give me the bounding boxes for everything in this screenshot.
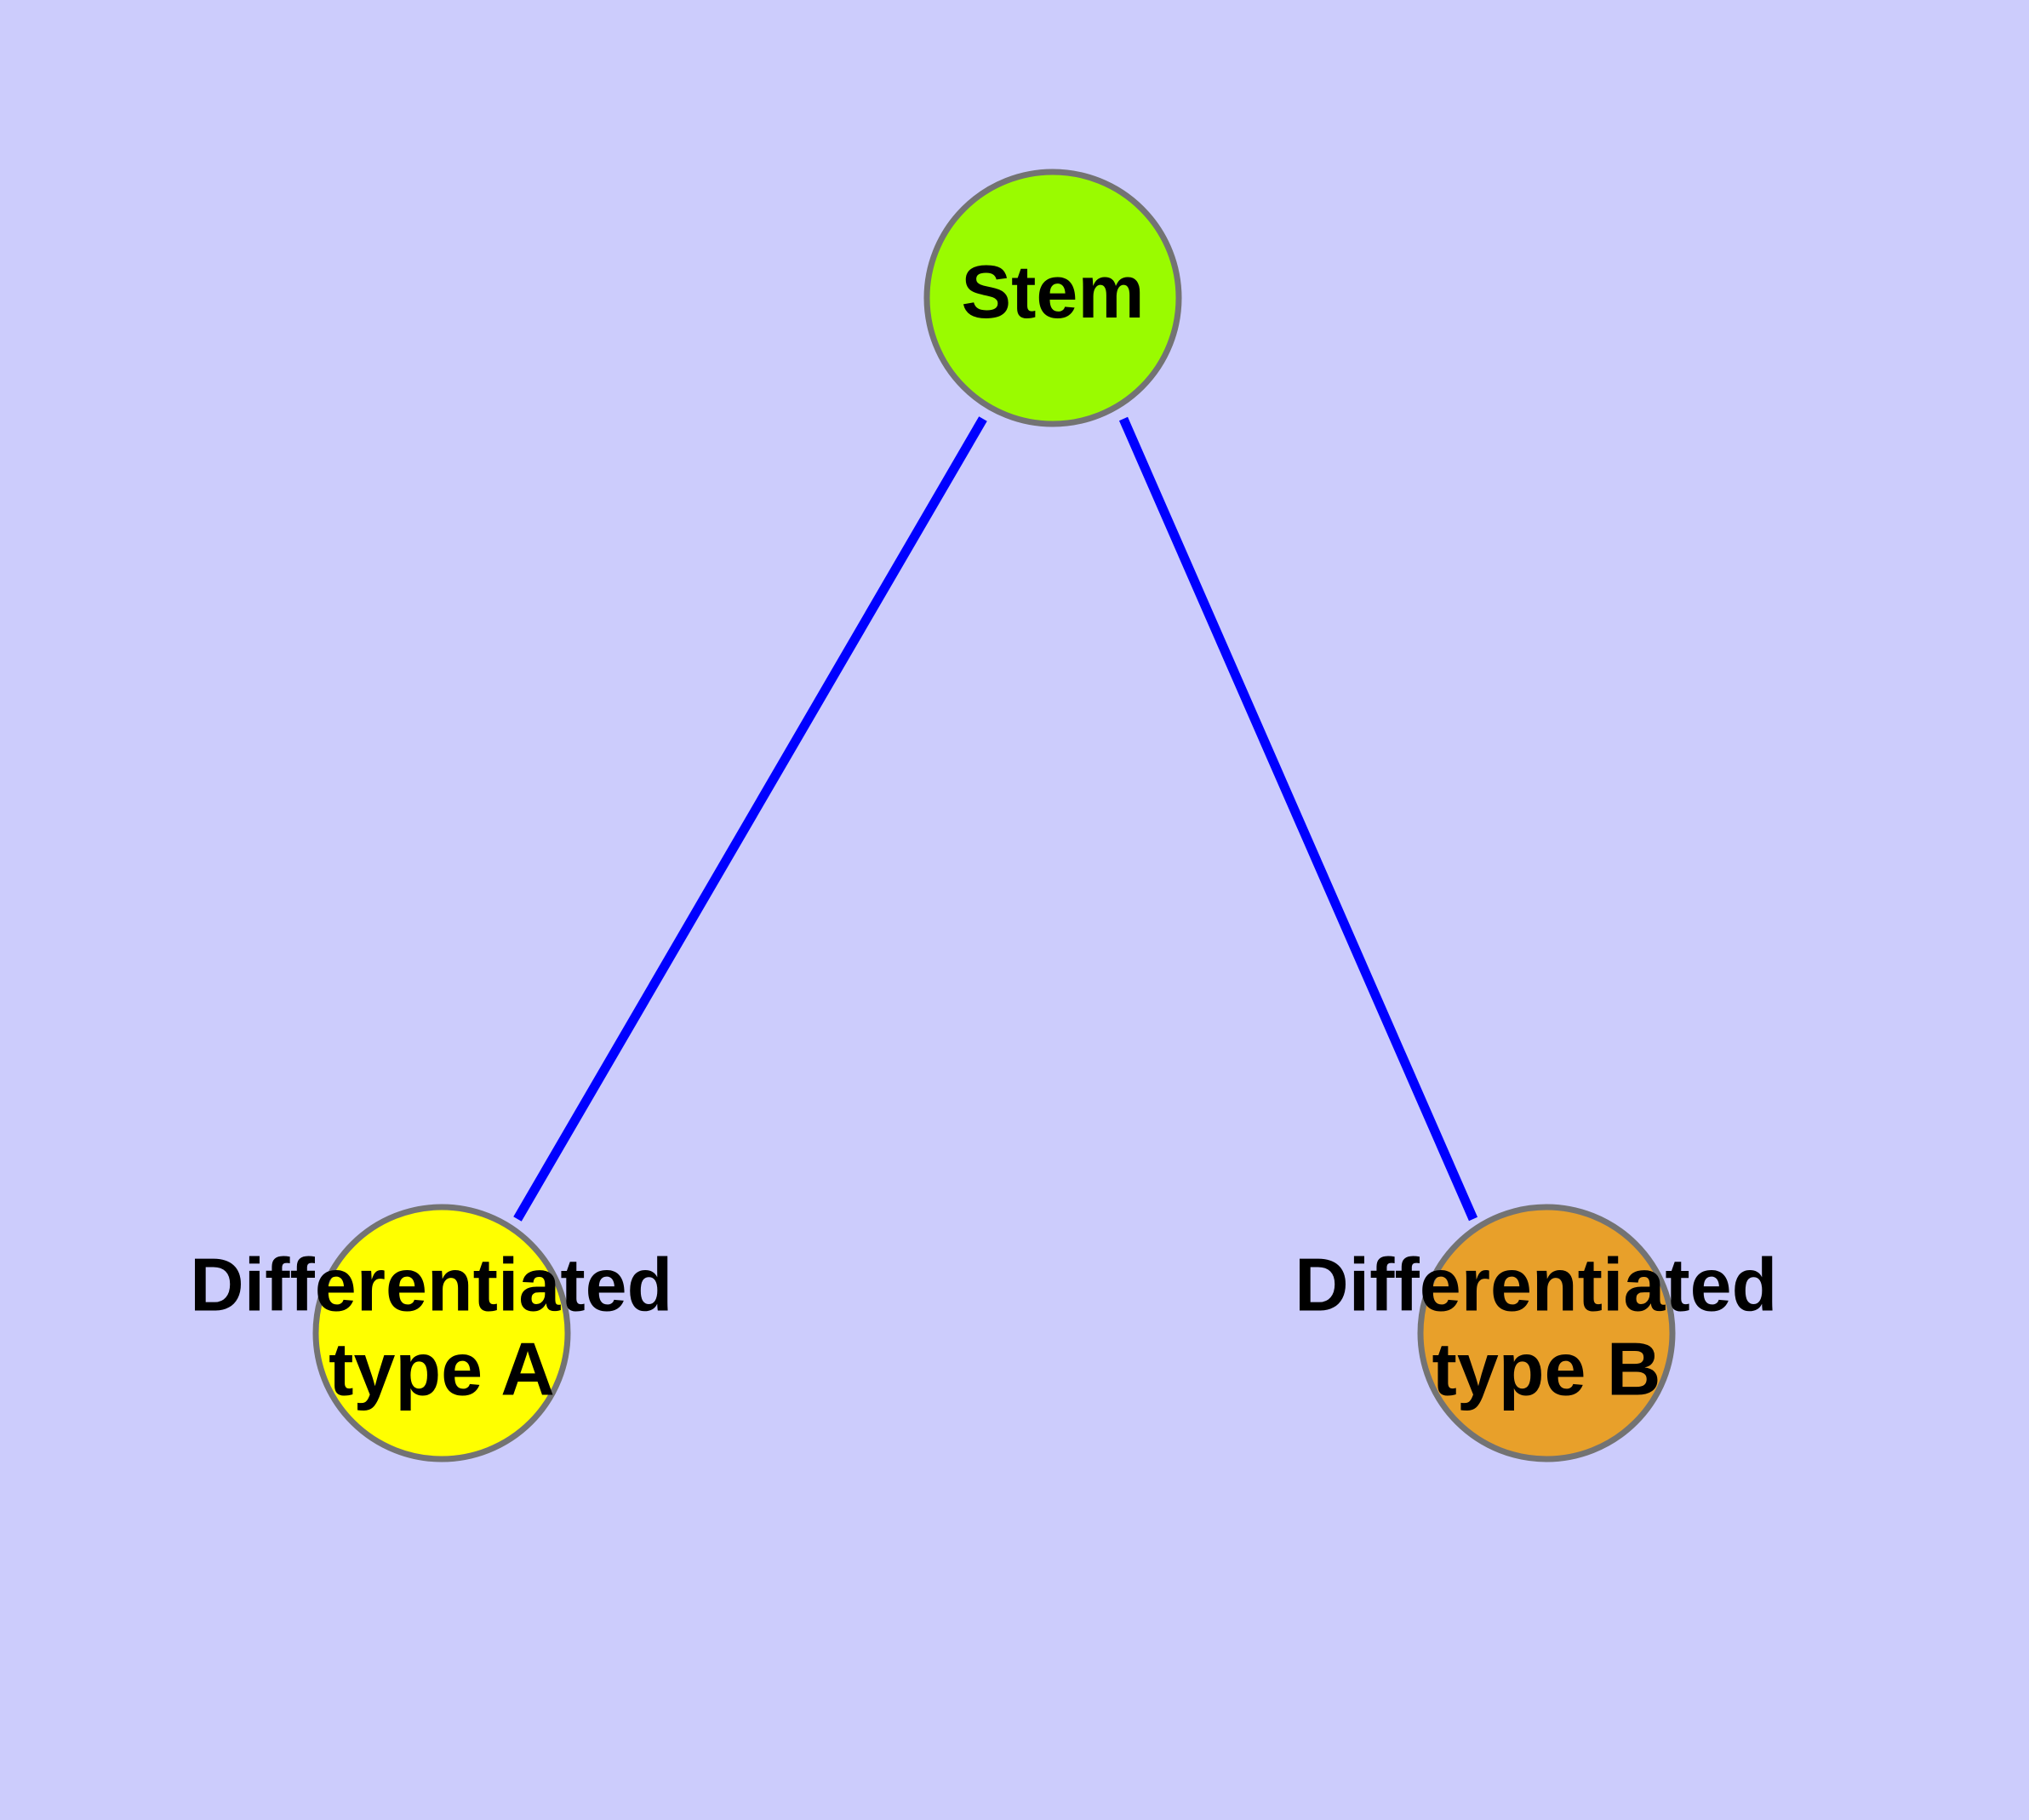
node-circle-layer xyxy=(312,169,1676,1462)
node-label-layer: Stem Differentiated type A Differentiate… xyxy=(190,249,1798,1411)
node-differentiated-type-a-label-line-1: Differentiated xyxy=(190,1243,672,1327)
node-differentiated-type-b-circle[interactable] xyxy=(1417,1204,1676,1462)
edge-layer xyxy=(513,416,1478,1222)
node-differentiated-type-a-label: Differentiated type A xyxy=(190,1243,694,1411)
node-stem-circle[interactable] xyxy=(923,169,1182,427)
node-differentiated-type-b-label-line-2: type B xyxy=(1432,1327,1661,1411)
edge-stem-to-differentiated-type-a[interactable] xyxy=(513,416,987,1222)
node-stem-label-line-1: Stem xyxy=(961,249,1144,334)
node-differentiated-type-a-label-line-2: type A xyxy=(329,1327,555,1411)
edge-stem-to-differentiated-type-b[interactable] xyxy=(1118,416,1478,1222)
node-differentiated-type-b-label: Differentiated type B xyxy=(1295,1243,1798,1411)
node-stem-label: Stem xyxy=(961,249,1144,334)
node-differentiated-type-b-label-line-1: Differentiated xyxy=(1295,1243,1777,1327)
node-differentiated-type-a-circle[interactable] xyxy=(312,1204,571,1462)
